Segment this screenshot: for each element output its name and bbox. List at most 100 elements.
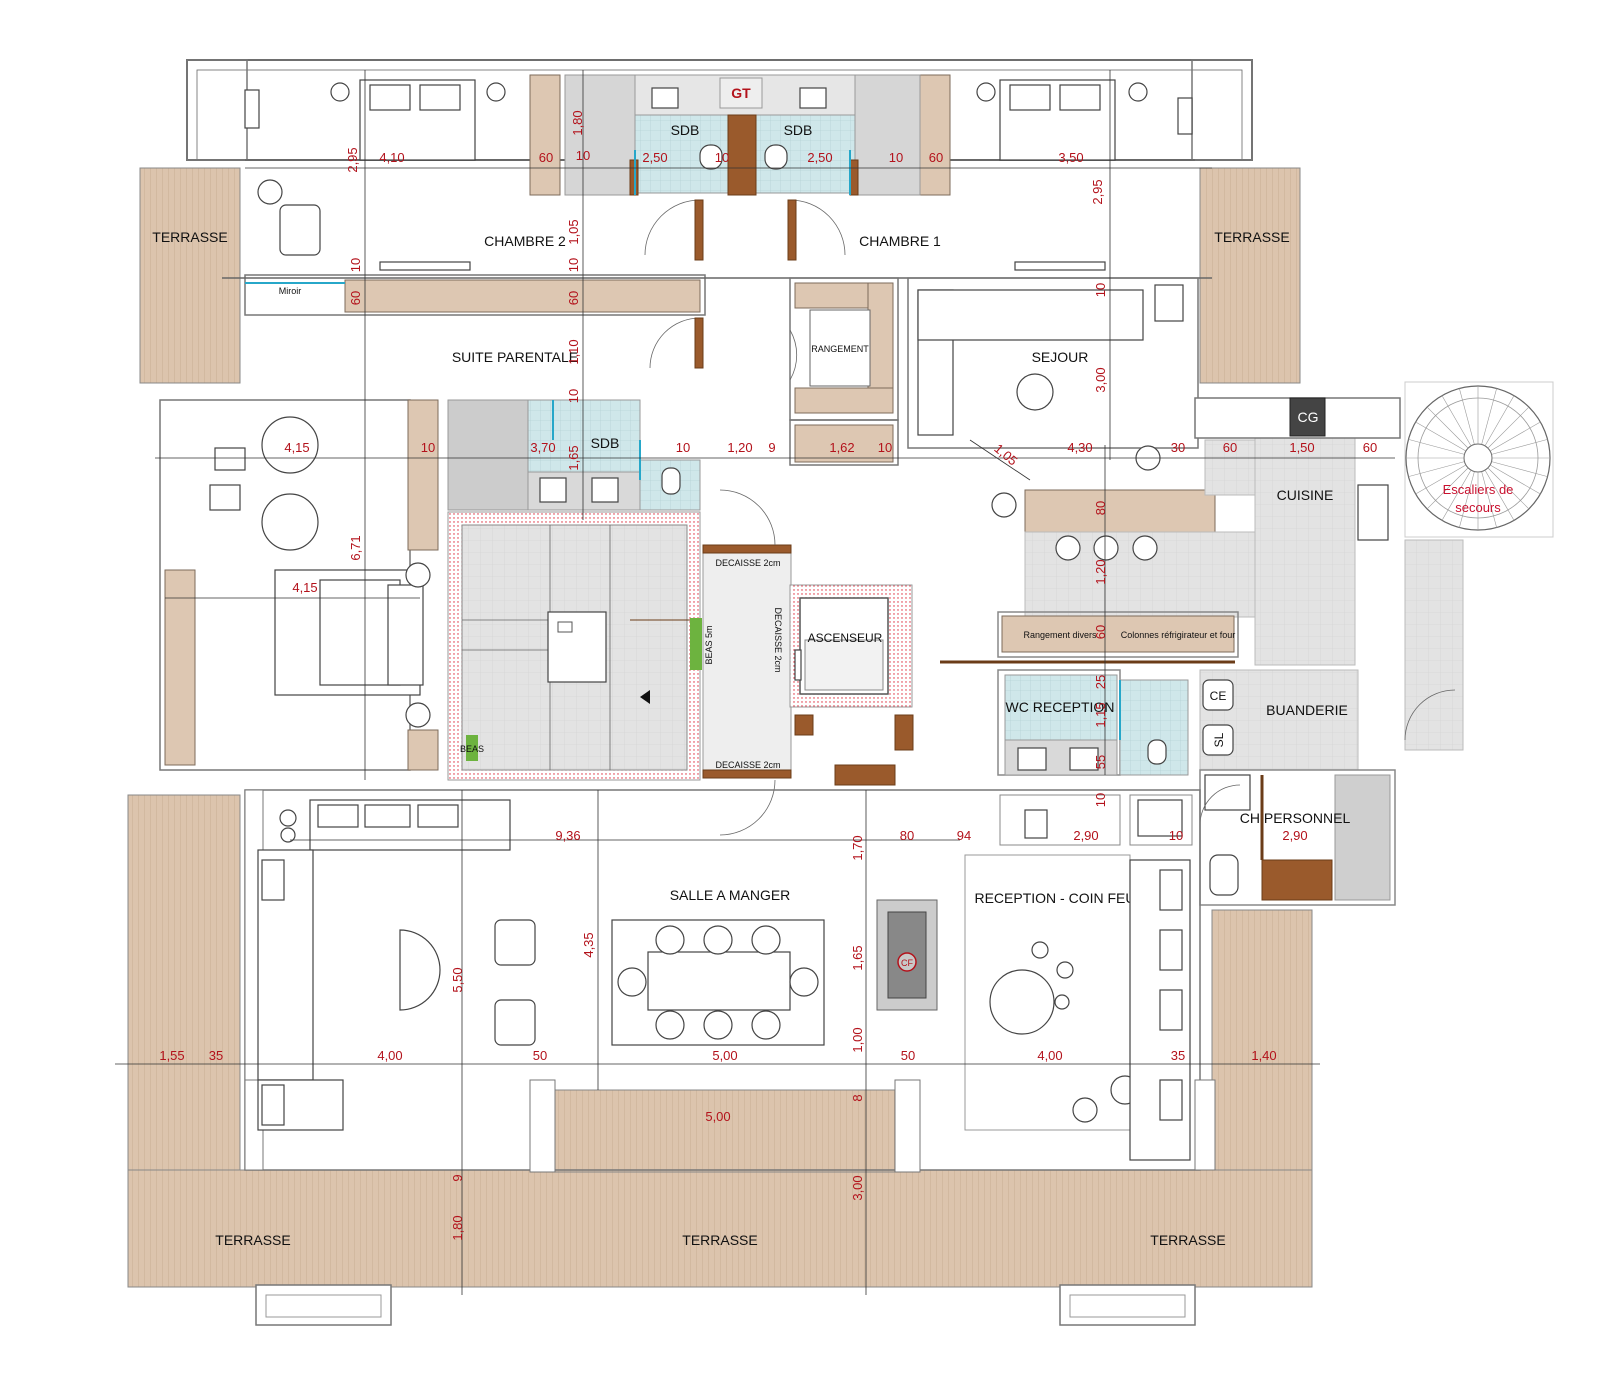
sejour-label: SEJOUR [1032, 349, 1089, 365]
colonnes: Colonnes réfrigirateur et four [1121, 630, 1236, 640]
terrasse-bl-label: TERRASSE [215, 1232, 290, 1248]
dim: 10 [348, 258, 363, 272]
dim: 10 [566, 389, 581, 403]
reception-label: RECEPTION - COIN FEU [974, 890, 1135, 906]
gt-label: GT [731, 85, 751, 101]
dim: 2,50 [642, 150, 667, 165]
hall-corridor: DECAISSE 2cm DECAISSE 2cm DECAISSE 2cm B… [690, 489, 792, 836]
dim: 1,10 [566, 339, 581, 364]
stair-tread [1408, 461, 1465, 477]
stair-tread [1426, 467, 1469, 510]
dim: 1,80 [450, 1215, 465, 1240]
dim: 1,00 [850, 1027, 865, 1052]
dim: 60 [348, 291, 363, 305]
stair-tread [1491, 439, 1548, 455]
terrasse-bm-label: TERRASSE [682, 1232, 757, 1248]
salle-a-manger-label: SALLE A MANGER [670, 887, 791, 903]
dim: 2,90 [1282, 828, 1307, 843]
rangement-label: RANGEMENT [811, 344, 869, 354]
beas-label: BEAS [460, 744, 484, 754]
dim: 1,70 [850, 835, 865, 860]
dim: 2,95 [345, 147, 360, 172]
stair-tread [1426, 406, 1469, 449]
lounge [257, 799, 536, 1131]
dim: 9 [768, 440, 775, 455]
buanderie-label: BUANDERIE [1266, 702, 1348, 718]
stair-tread [1415, 421, 1467, 452]
sejour: SEJOUR [907, 277, 1199, 481]
dim: 10 [889, 150, 903, 165]
dim: 10 [1169, 828, 1183, 843]
dim: 10 [1093, 793, 1108, 807]
terrace-bottom: TERRASSE TERRASSE TERRASSE [127, 794, 1313, 1326]
beas2-label: BEAS 5m [704, 625, 714, 664]
terrace-right-top: TERRASSE [1199, 167, 1301, 384]
dim: 2,95 [1090, 179, 1105, 204]
dim: 1,62 [829, 440, 854, 455]
reception: RECEPTION - COIN FEU [964, 794, 1193, 1161]
stair-tread [1491, 461, 1548, 477]
dim: 35 [1171, 1048, 1185, 1063]
suite-parentale: SUITE PARENTALE [159, 317, 704, 771]
dim: 55 [1093, 755, 1108, 769]
buanderie: CE SL BUANDERIE [1199, 669, 1359, 771]
dim: 4,00 [1037, 1048, 1062, 1063]
dim: 1,20 [1093, 559, 1108, 584]
chambre2-label: CHAMBRE 2 [484, 233, 566, 249]
dim: 5,50 [450, 967, 465, 992]
dim: 5,00 [705, 1109, 730, 1124]
dim: 9,36 [555, 828, 580, 843]
dim: 10 [676, 440, 690, 455]
terrasse-left-label: TERRASSE [152, 229, 227, 245]
dim: 80 [900, 828, 914, 843]
wc-reception: WC RECEPTION [997, 669, 1189, 776]
ch-personnel-label: CH.PERSONNEL [1240, 810, 1351, 826]
suite-parentale-label: SUITE PARENTALE [452, 349, 578, 365]
dim: 10 [878, 440, 892, 455]
dim: 10 [566, 258, 581, 272]
rangement: RANGEMENT [789, 277, 899, 466]
dim: 30 [1171, 440, 1185, 455]
dim: 60 [929, 150, 943, 165]
stair-tread [1481, 388, 1497, 445]
dim: 10 [1093, 283, 1108, 297]
dim: 9 [450, 1174, 465, 1181]
dim: 50 [901, 1048, 915, 1063]
dim: 3,00 [850, 1175, 865, 1200]
dim: 4,15 [292, 580, 317, 595]
escaliers-label: Escaliers de [1443, 482, 1514, 497]
stair-tread [1487, 406, 1530, 449]
sdb-suite: SDB [447, 399, 701, 511]
wc-reception-label: WC RECEPTION [1006, 699, 1115, 715]
dim: 5,00 [712, 1048, 737, 1063]
dining: SALLE A MANGER [611, 887, 825, 1046]
dim: 6,71 [348, 535, 363, 560]
dimension-labels: 4,10 2,95 60 1,80 10 2,50 10 2,50 10 60 … [159, 110, 1377, 1240]
dim: 2,50 [807, 150, 832, 165]
dim: 35 [209, 1048, 223, 1063]
stair-tread [1487, 467, 1530, 510]
dim: 10 [576, 148, 590, 163]
ascenseur: ASCENSEUR [789, 584, 914, 786]
emergency-stairs: Escaliers de secours [1404, 381, 1554, 751]
cg-label: CG [1298, 409, 1319, 425]
dim: 1,55 [159, 1048, 184, 1063]
stair-tread [1459, 471, 1475, 528]
dim: 3,00 [1093, 367, 1108, 392]
stair-tread [1484, 395, 1515, 447]
dim: 1,15 [1093, 702, 1108, 727]
rangement-divers: Rangement divers [1023, 630, 1097, 640]
dim: 60 [566, 291, 581, 305]
sdb-suite-label: SDB [591, 435, 620, 451]
miroir-label: Miroir [279, 286, 302, 296]
dim: 60 [1363, 440, 1377, 455]
dim: 4,10 [379, 150, 404, 165]
dim: 60 [1093, 625, 1108, 639]
kitchen: CG CUISINE Rangement divers Colonnes réf… [940, 397, 1401, 666]
top-wing: GT SDB SDB CHAMBRE 2 CHAMBRE 1 [244, 74, 1193, 271]
terrasse-right-label: TERRASSE [1214, 229, 1289, 245]
dim: 60 [539, 150, 553, 165]
dim: 1,65 [850, 945, 865, 970]
stair-tread [1415, 464, 1467, 495]
stair-tread [1441, 395, 1472, 447]
